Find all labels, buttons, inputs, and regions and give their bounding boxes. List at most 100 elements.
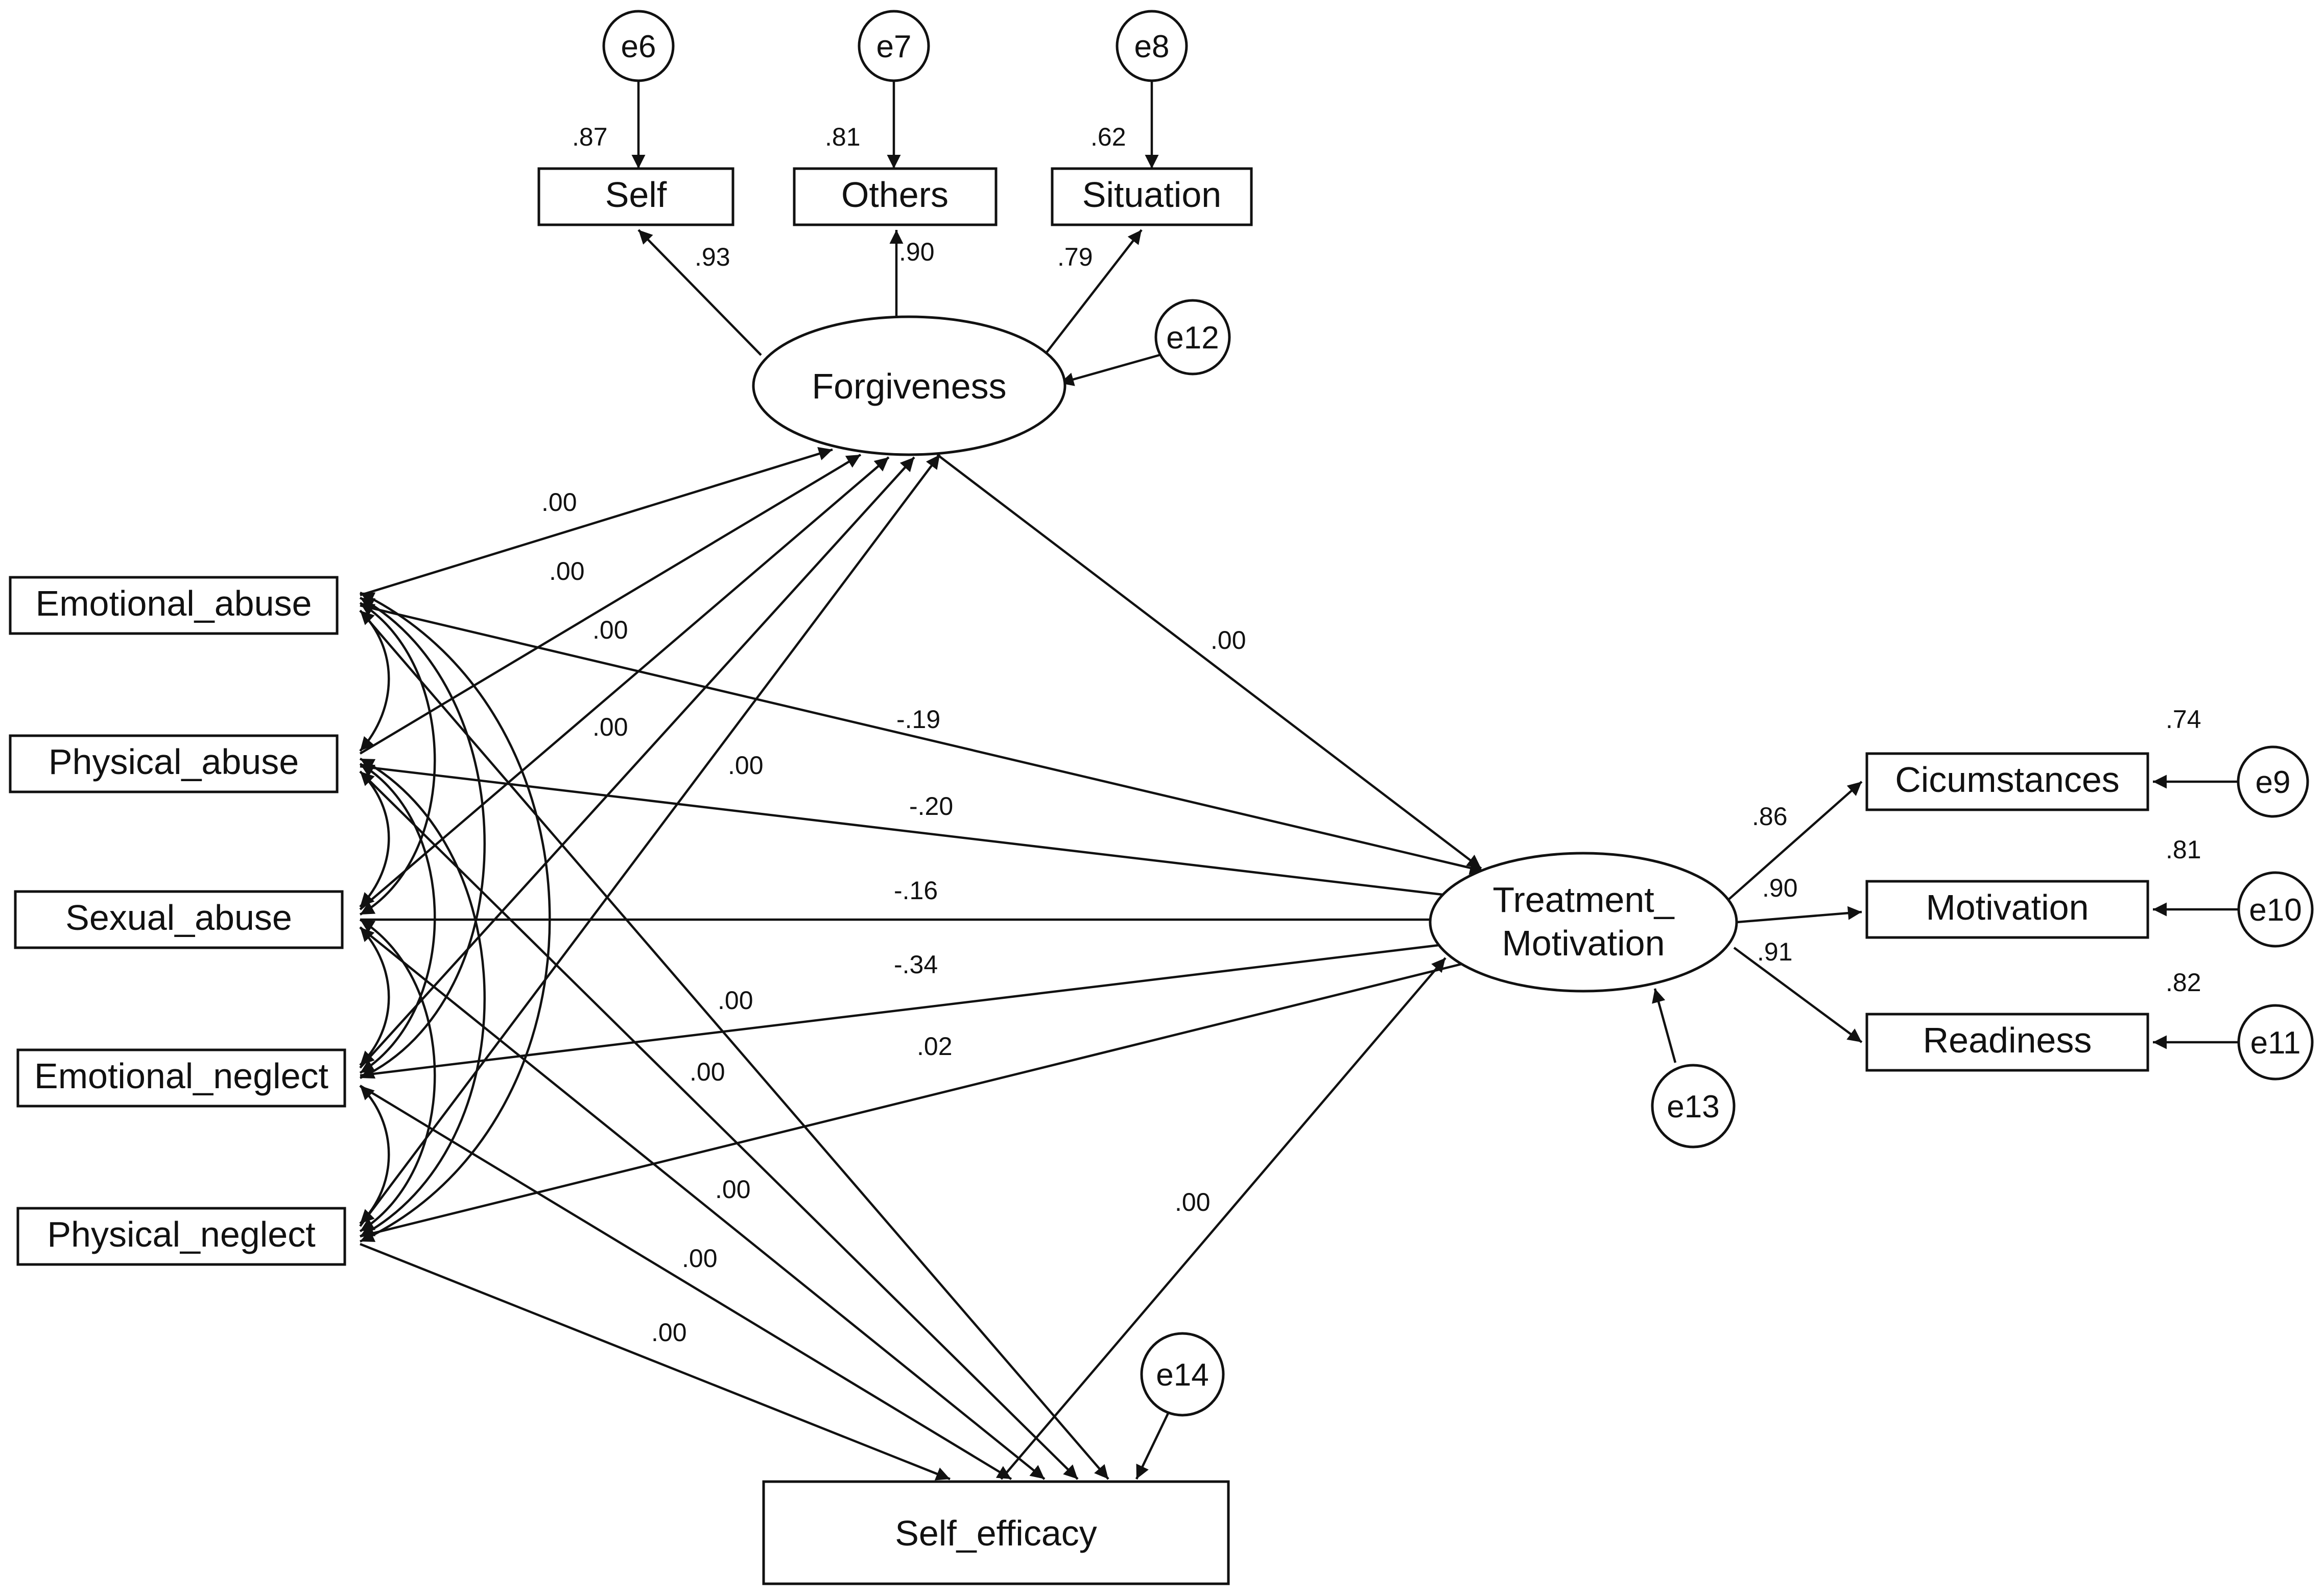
error-circle-e7 xyxy=(858,10,930,82)
box-motivation xyxy=(1865,880,2149,939)
loading-label-circumstances: .86 xyxy=(1752,802,1788,831)
coef-en-selfeff: .00 xyxy=(682,1244,718,1273)
label-emotional-neglect: Emotional_neglect xyxy=(34,1056,328,1096)
covariance-pa-pn xyxy=(359,758,486,1237)
error-circle-e6 xyxy=(602,10,675,82)
path-en-treatment xyxy=(360,934,1482,1077)
box-situation xyxy=(1051,167,1253,226)
error-circle-e13 xyxy=(1651,1064,1736,1148)
box-emotional-abuse xyxy=(9,576,339,635)
path-pn-treatment xyxy=(360,954,1487,1238)
error-label-e7: e7 xyxy=(876,29,912,64)
path-ea-treatment xyxy=(360,604,1484,875)
covariance-pa-sa xyxy=(359,770,390,908)
observed-variables: Self Others Situation Emotional_abuse Ph… xyxy=(9,167,2149,1585)
loading-forgiveness-self xyxy=(637,229,762,356)
error-label-e8: e8 xyxy=(1134,29,1170,64)
path-selfeff-treatment xyxy=(1000,957,1446,1480)
label-physical-neglect: Physical_neglect xyxy=(47,1214,315,1254)
coef-pa-selfeff: .00 xyxy=(690,1058,725,1086)
path-pa-selfeff xyxy=(359,770,1079,1480)
error-circle-e12 xyxy=(1154,299,1231,376)
coef-en-forgiveness: .00 xyxy=(592,713,628,741)
label-treatment-line1: Treatment_ xyxy=(1492,880,1674,920)
box-others xyxy=(793,167,998,226)
error-label-e6: e6 xyxy=(621,29,656,64)
coef-ea-selfeff: .00 xyxy=(718,986,753,1015)
coef-ea-treatment: -.19 xyxy=(896,705,940,734)
error-label-e13: e13 xyxy=(1667,1089,1719,1124)
coef-en-treatment: -.34 xyxy=(894,950,938,979)
covariance-en-pn xyxy=(359,1085,390,1225)
loading-label-self: .93 xyxy=(695,243,730,271)
box-readiness xyxy=(1865,1013,2149,1072)
path-en-forgiveness xyxy=(359,456,915,1069)
error-label-e10: e10 xyxy=(2249,893,2302,928)
covariance-ea-en xyxy=(359,597,486,1080)
coef-ea-forgiveness: .00 xyxy=(541,488,577,517)
path-ea-selfeff xyxy=(359,610,1109,1480)
label-forgiveness: Forgiveness xyxy=(812,366,1006,406)
path-forgiveness-treatment xyxy=(936,454,1482,870)
path-sa-selfeff xyxy=(359,926,1046,1480)
error-arrow-e14 xyxy=(1135,1410,1171,1480)
error-label-e11: e11 xyxy=(2250,1025,2301,1061)
label-physical-abuse: Physical_abuse xyxy=(49,742,299,782)
error-arrow-e12 xyxy=(1059,354,1160,386)
error-circle-e10 xyxy=(2237,871,2314,948)
covariance-ea-sa xyxy=(359,602,436,916)
box-emotional-neglect xyxy=(16,1048,346,1108)
box-circumstances xyxy=(1865,752,2149,811)
label-emotional-abuse: Emotional_abuse xyxy=(36,583,312,623)
box-sexual-abuse xyxy=(14,890,344,949)
box-self xyxy=(537,167,734,226)
loading-forgiveness-situation xyxy=(1044,229,1143,356)
path-pa-treatment xyxy=(360,765,1482,905)
loading-treatment-circumstances xyxy=(1728,781,1863,900)
error-terms: e6 e7 e8 e12 e9 e10 e11 e13 e14 xyxy=(602,10,2314,1417)
error-circle-e11 xyxy=(2237,1004,2314,1081)
error-circle-e9 xyxy=(2237,745,2309,818)
coef-pn-selfeff: .00 xyxy=(651,1318,687,1347)
label-self: Self xyxy=(605,175,667,215)
path-pa-forgiveness xyxy=(359,454,862,755)
r2-situation: .62 xyxy=(1090,123,1126,151)
loading-treatment-readiness xyxy=(1733,947,1863,1043)
structural-paths xyxy=(359,72,2240,1481)
error-circle-e14 xyxy=(1140,1332,1225,1417)
covariance-curves xyxy=(359,591,551,1243)
label-treatment-line2: Motivation xyxy=(1502,923,1665,963)
label-readiness: Readiness xyxy=(1923,1020,2092,1060)
coef-selfeff-treatment: .00 xyxy=(1175,1188,1211,1216)
coef-pn-forgiveness: .00 xyxy=(728,751,764,780)
r2-others: .81 xyxy=(825,123,861,151)
ellipse-treatment-motivation xyxy=(1429,852,1738,993)
r2-self: .87 xyxy=(572,123,608,151)
error-circle-e8 xyxy=(1116,10,1188,82)
path-pn-selfeff xyxy=(360,1243,951,1481)
latent-variables: Forgiveness Treatment_ Motivation xyxy=(752,315,1738,993)
ellipse-forgiveness xyxy=(752,315,1066,456)
coef-pa-forgiveness: .00 xyxy=(549,557,585,585)
coef-sa-selfeff: .00 xyxy=(715,1175,751,1204)
loading-label-readiness: .91 xyxy=(1757,937,1793,966)
loading-treatment-motivation xyxy=(1736,906,1862,924)
coef-pa-treatment: -.20 xyxy=(909,792,953,821)
error-label-e9: e9 xyxy=(2256,765,2291,800)
label-self-efficacy: Self_efficacy xyxy=(895,1513,1097,1553)
label-situation: Situation xyxy=(1082,175,1221,215)
path-pn-forgiveness xyxy=(359,454,941,1227)
label-motivation: Motivation xyxy=(1926,887,2089,927)
loading-label-motivation: .90 xyxy=(1762,874,1798,902)
label-sexual-abuse: Sexual_abuse xyxy=(65,898,292,937)
loading-label-situation: .79 xyxy=(1057,243,1093,271)
box-physical-abuse xyxy=(9,734,339,793)
coef-pn-treatment: .02 xyxy=(917,1032,953,1061)
path-ea-forgiveness xyxy=(360,447,833,597)
error-arrow-e13 xyxy=(1652,988,1677,1063)
r2-motivation: .81 xyxy=(2166,835,2201,864)
coef-forgiveness-treatment: .00 xyxy=(1211,626,1246,654)
coefficient-labels: .87 .81 .62 .74 .81 .82 .93 .90 .79 .86 … xyxy=(541,123,2201,1347)
covariance-sa-pn xyxy=(359,919,436,1232)
